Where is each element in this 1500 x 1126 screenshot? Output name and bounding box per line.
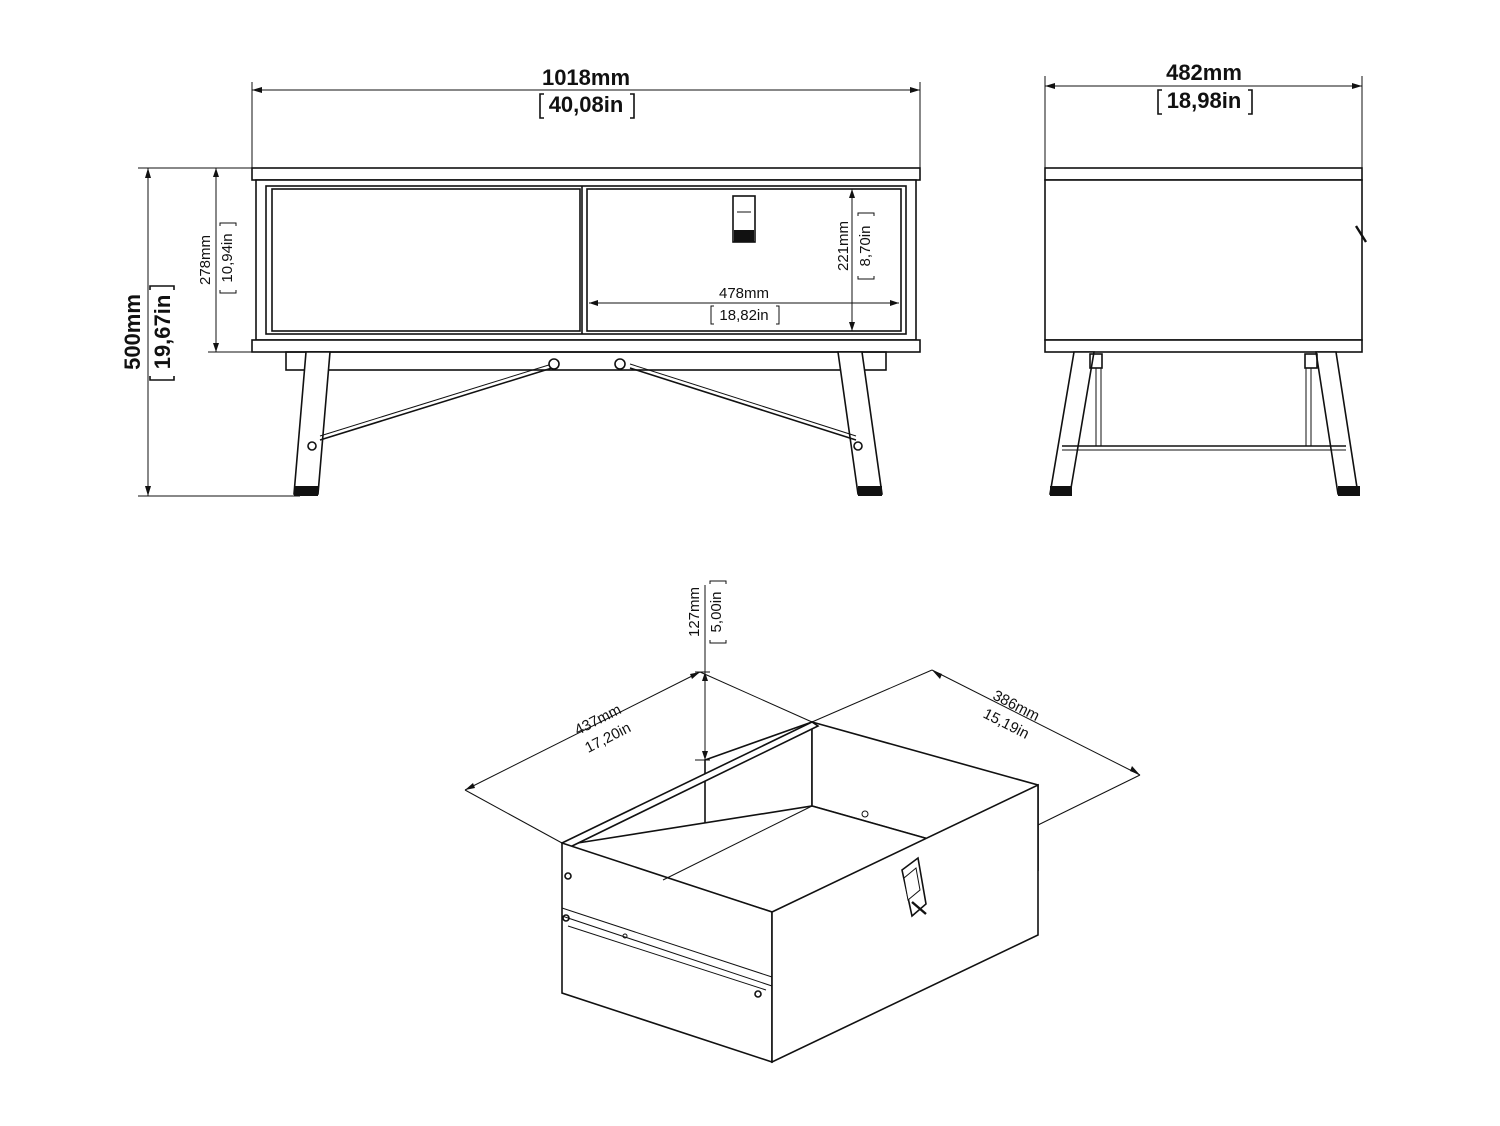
front-height-mm: 500mm xyxy=(120,294,145,370)
front-width-dimension: 1018mm 40,08in xyxy=(251,65,921,168)
drawer-front-height-mm: 221mm xyxy=(835,221,852,271)
drawer-front-width-in: 18,82in xyxy=(719,307,768,324)
drawer-front-height-in: 8,70in xyxy=(857,226,874,267)
front-height-dimension: 500mm 19,67in xyxy=(120,167,300,497)
drawer-view: 127mm 5,00in 437mm 17,20in 386mm 15,19in xyxy=(464,580,1141,1064)
front-legs xyxy=(293,351,883,496)
drawer-front-height-dimension: 221mm 8,70in xyxy=(835,189,875,331)
side-legs xyxy=(1049,351,1360,496)
front-body-height-dimension: 278mm 10,94in xyxy=(197,167,252,353)
drawer-height-in: 5,00in xyxy=(708,592,725,633)
side-depth-mm: 482mm xyxy=(1166,60,1242,85)
side-view: 482mm 18,98in xyxy=(1044,60,1368,496)
drawer-height-dimension: 127mm 5,00in xyxy=(686,580,727,761)
drawer-front-width-mm: 478mm xyxy=(719,285,769,302)
drawer-height-mm: 127mm xyxy=(686,587,703,637)
front-width-mm: 1018mm xyxy=(542,65,630,90)
drawer-handle-iso xyxy=(901,856,927,918)
drawer-handle-front xyxy=(732,195,756,243)
front-width-in: 40,08in xyxy=(549,92,624,117)
side-depth-in: 18,98in xyxy=(1167,88,1242,113)
front-view: 1018mm 40,08in xyxy=(120,65,921,497)
front-height-in: 19,67in xyxy=(150,295,175,370)
side-depth-dimension: 482mm 18,98in xyxy=(1044,60,1363,168)
drawer-front-width-dimension: 478mm 18,82in xyxy=(589,285,899,325)
front-body-height-in: 10,94in xyxy=(219,233,236,282)
front-body-height-mm: 278mm xyxy=(197,235,214,285)
